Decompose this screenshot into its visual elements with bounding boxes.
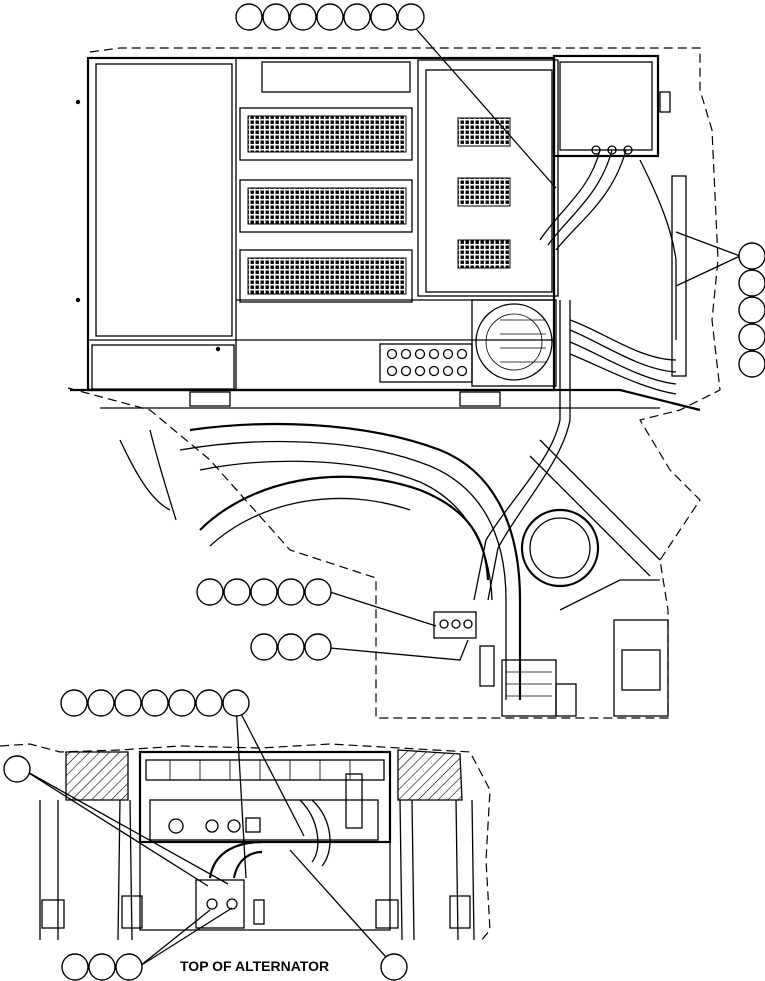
callout-alternator-bottom-left — [61, 953, 143, 981]
alternator-view — [0, 743, 491, 943]
fan-housing — [471, 299, 557, 387]
callout-middle-upper — [196, 578, 332, 606]
alternator-boundary — [0, 743, 491, 943]
grille-panels — [239, 107, 413, 303]
junction-box — [552, 54, 660, 158]
callout-top — [235, 3, 425, 31]
callout-middle-lower — [250, 633, 332, 661]
alternator-housing — [138, 750, 392, 844]
outer-boundary — [67, 47, 721, 719]
callout-right — [738, 242, 765, 378]
caption-top-of-alternator: TOP OF ALTERNATOR — [180, 958, 329, 974]
callout-alternator-left — [3, 755, 31, 783]
callout-alternator-top — [60, 689, 250, 717]
upper-view — [67, 47, 721, 719]
inner-arc — [199, 475, 490, 581]
main-hose-outer — [189, 422, 522, 700]
leader-lines — [23, 21, 741, 967]
electrical-panel — [417, 59, 559, 297]
callout-alternator-bottom-right — [380, 953, 408, 981]
ring-assembly — [520, 508, 600, 588]
